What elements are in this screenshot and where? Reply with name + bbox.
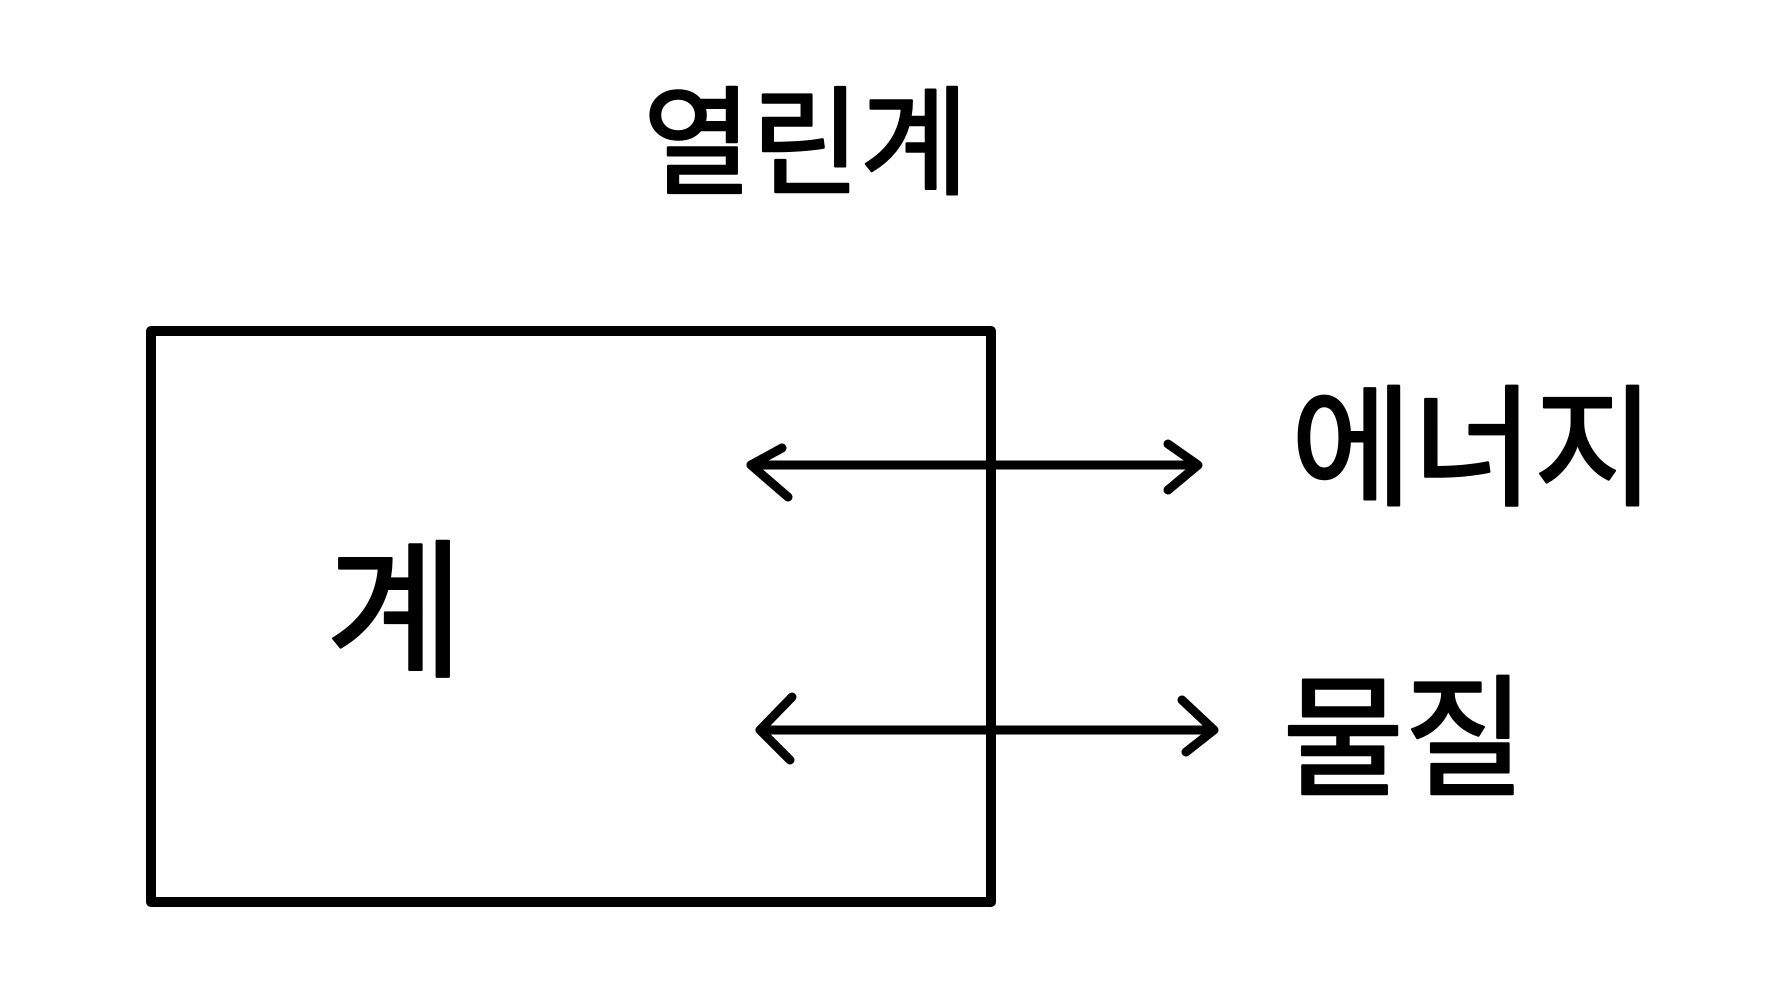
diagram-title: 열린계 <box>643 75 969 213</box>
system-boundary-box <box>146 326 996 907</box>
system-label: 계 <box>326 527 464 701</box>
matter-arrow-right-head <box>1177 695 1219 757</box>
energy-arrow-left-head <box>746 443 793 502</box>
matter-label: 물질 <box>1283 663 1526 817</box>
energy-label: 에너지 <box>1291 373 1655 527</box>
matter-exchange-arrow <box>755 692 1219 765</box>
matter-arrow-left-head <box>755 692 797 765</box>
energy-exchange-arrow <box>746 439 1203 502</box>
energy-arrow-right-head <box>1163 439 1203 495</box>
